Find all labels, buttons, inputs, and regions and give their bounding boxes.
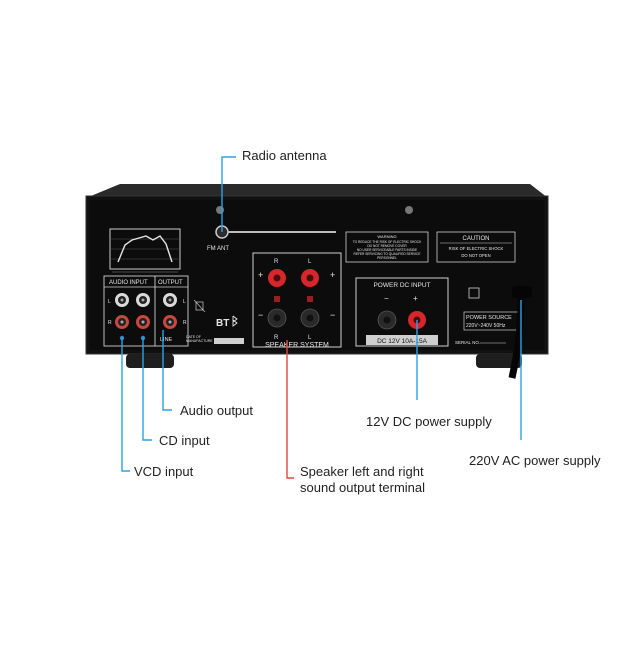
speaker-terminal-black[interactable] <box>267 308 287 328</box>
speaker-r-label: R <box>274 335 279 341</box>
power-source-label: POWER SOURCE <box>466 315 512 321</box>
minus-sign: − <box>258 310 263 320</box>
right-foot <box>476 354 522 368</box>
fm-ant-label: FM ANT <box>207 246 229 252</box>
speaker-l-label: L <box>308 259 312 265</box>
speaker-l-label: L <box>308 335 312 341</box>
rca-jack-red[interactable] <box>115 315 129 329</box>
output-label: OUTPUT <box>158 280 183 286</box>
screw-icon <box>216 206 224 214</box>
ac-power-block: POWER SOURCE 220V~240V 50Hz SERIAL NO. <box>455 286 532 379</box>
rca-jack-white[interactable] <box>163 293 177 307</box>
warning-line: PERSONNEL <box>377 256 397 260</box>
rca-jack-white[interactable] <box>136 293 150 307</box>
speaker-terminal-red[interactable] <box>301 269 319 287</box>
bluetooth-logo-icon: BT <box>216 315 238 329</box>
speaker-terminal-black[interactable] <box>300 308 320 328</box>
power-rating-label: 220V~240V 50Hz <box>466 323 506 329</box>
callout-cd-input: CD input <box>159 433 210 448</box>
callout-radio-antenna: Radio antenna <box>242 148 327 163</box>
speaker-terminal-block: + + − − R L R L SPEAKER SYSTEM <box>252 252 342 349</box>
callout-ac-power: 220V AC power supply <box>469 453 601 468</box>
speaker-terminal-red[interactable] <box>268 269 286 287</box>
left-foot <box>126 354 174 368</box>
power-dc-input-block: POWER DC INPUT − + DC 12V 10A-15A <box>355 277 449 347</box>
audio-io-block: AUDIO INPUT OUTPUT L R L R <box>103 275 189 347</box>
channel-l-label: L <box>108 299 111 305</box>
warning-line: REFER SERVICING TO QUALIFIED SERVICE <box>354 252 421 256</box>
dc-rating-label: DC 12V 10A-15A <box>377 338 428 345</box>
power-cord-strain-relief <box>512 286 532 298</box>
rca-jack-white[interactable] <box>115 293 129 307</box>
minus-sign: − <box>330 310 335 320</box>
bt-label: BT <box>216 318 229 329</box>
fuse-icon <box>468 287 480 299</box>
callout-lines <box>121 156 522 479</box>
warning-title: WARNING <box>377 234 396 239</box>
rca-jack-red[interactable] <box>163 315 177 329</box>
recycle-bin-icon <box>193 299 206 313</box>
callout-audio-output: Audio output <box>180 403 254 418</box>
callout-speaker-line1: Speaker left and right <box>300 464 424 479</box>
channel-r-label: R <box>108 320 112 326</box>
caution-line: RISK OF ELECTRIC SHOCK <box>449 246 504 251</box>
warning-label: WARNING TO REDUCE THE RISK OF ELECTRIC S… <box>345 231 429 263</box>
caution-label: CAUTION RISK OF ELECTRIC SHOCK DO NOT OP… <box>436 231 516 263</box>
channel-l-label: L <box>183 299 186 305</box>
rca-jack-red[interactable] <box>136 315 150 329</box>
warning-line: DO NOT REMOVE COVER <box>367 244 407 248</box>
caution-line: DO NOT OPEN <box>461 253 490 258</box>
power-dc-input-label: POWER DC INPUT <box>373 282 430 289</box>
callout-speaker-line2: sound output terminal <box>300 480 426 495</box>
speaker-r-label: R <box>274 259 279 265</box>
spectrum-graphic <box>109 228 181 273</box>
dc-terminal-black[interactable] <box>377 310 397 330</box>
date-sticker <box>214 338 244 344</box>
line-label: LINE <box>160 337 173 343</box>
callout-vcd-input: VCD input <box>134 464 194 479</box>
callout-dc-power: 12V DC power supply <box>366 414 492 429</box>
plus-sign: + <box>413 294 418 303</box>
plus-sign: + <box>330 270 335 280</box>
audio-input-label: AUDIO INPUT <box>109 280 148 286</box>
minus-sign: − <box>384 294 389 303</box>
date-label: DATE OF <box>186 335 201 339</box>
warning-line: NO USER SERVICEABLE PARTS INSIDE <box>357 248 417 252</box>
channel-r-label: R <box>183 320 187 326</box>
power-cord <box>508 289 525 379</box>
speaker-system-label: SPEAKER SYSTEM <box>265 342 329 349</box>
caution-title: CAUTION <box>463 236 490 242</box>
screw-icon <box>405 206 413 214</box>
plus-sign: + <box>258 270 263 280</box>
warning-line: TO REDUCE THE RISK OF ELECTRIC SHOCK <box>353 240 422 244</box>
serial-no-label: SERIAL NO. <box>455 340 480 345</box>
date-label: MANUFACTURE <box>186 339 213 343</box>
